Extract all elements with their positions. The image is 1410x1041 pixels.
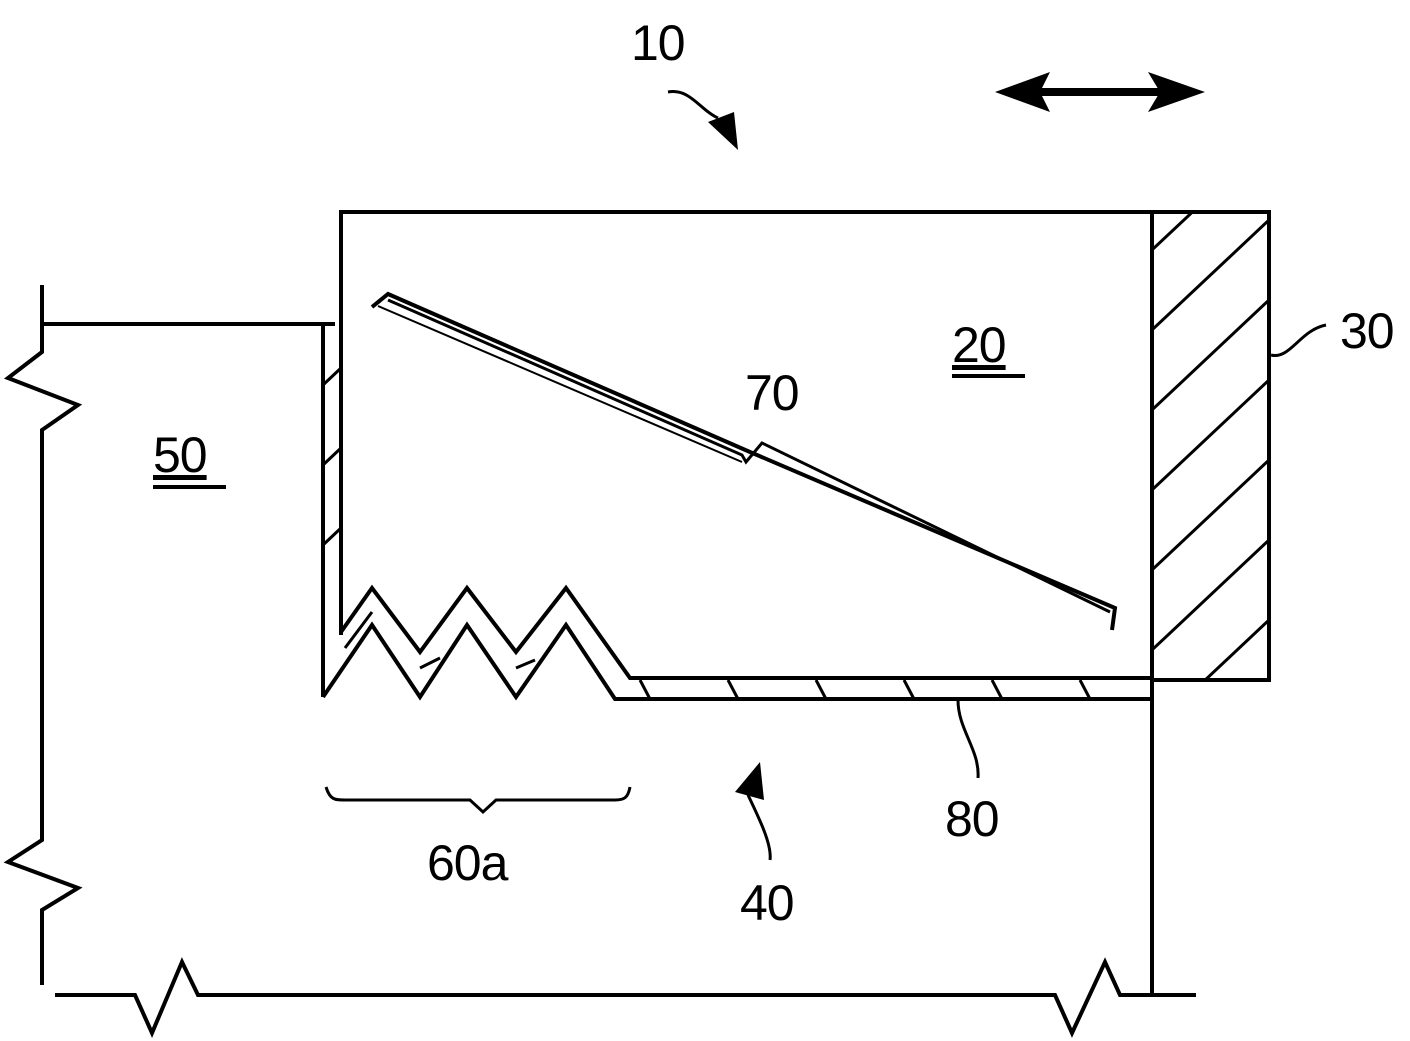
- leader-10: [667, 90, 719, 120]
- leader-40: [746, 794, 772, 861]
- end-wall-hatching: [1154, 212, 1269, 680]
- motion-arrow-icon: [995, 72, 1205, 112]
- arrowheads: [708, 112, 764, 800]
- teeth-brace: [324, 786, 632, 815]
- leader-lines: [324, 90, 1327, 861]
- label-30: 30: [1340, 303, 1394, 359]
- leader-80: [956, 699, 980, 779]
- substrate-outline: [3, 285, 1196, 1039]
- teeth-profile: [321, 584, 1152, 701]
- blade: [370, 291, 1118, 631]
- label-20: 20: [952, 317, 1006, 373]
- arrowhead-40: [735, 762, 764, 800]
- label-10: 10: [631, 15, 685, 71]
- label-50: 50: [153, 427, 207, 483]
- bottom-layer-hatching: [638, 680, 1092, 700]
- label-70: 70: [745, 365, 799, 421]
- label-60a: 60a: [427, 835, 509, 891]
- label-40: 40: [740, 875, 794, 931]
- liner-strip: [321, 324, 341, 697]
- label-80: 80: [945, 791, 999, 847]
- arrowhead-10: [708, 112, 738, 150]
- block-body: [339, 210, 1271, 682]
- leader-30: [1270, 323, 1327, 357]
